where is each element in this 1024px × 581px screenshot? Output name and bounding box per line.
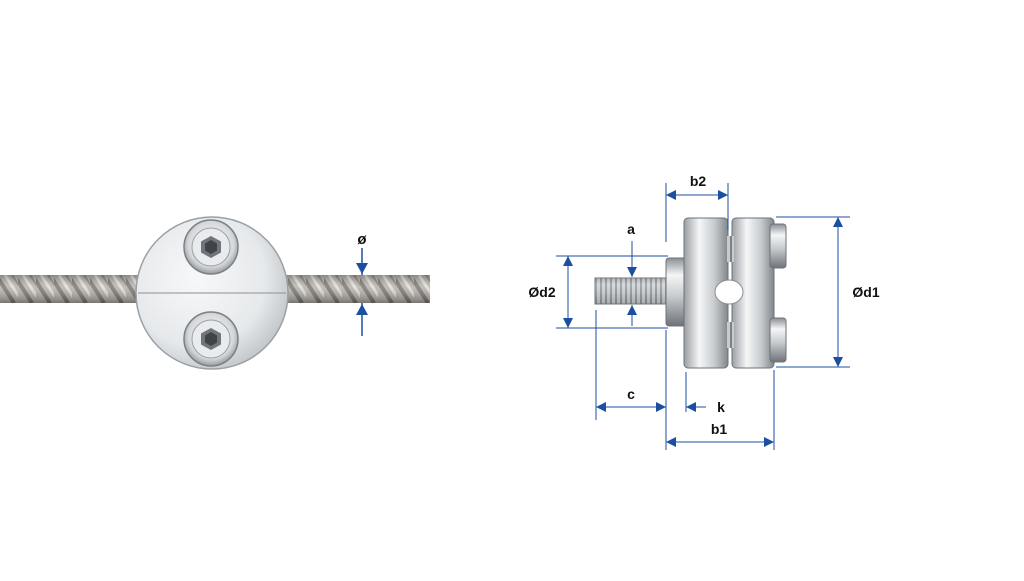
k-label: k	[717, 399, 725, 415]
c-label: c	[627, 386, 635, 402]
d2-label: Ød2	[528, 284, 555, 300]
bolt-heads	[769, 223, 787, 363]
dim-b1: b1	[666, 370, 775, 450]
side-view: b2 a Ød2	[528, 173, 880, 450]
rope-diameter-label: ø	[357, 231, 367, 248]
dim-c: c	[595, 310, 667, 450]
dim-d2: Ød2	[528, 255, 668, 329]
rope-diameter-dimension: ø	[356, 231, 368, 336]
dim-d1: Ød1	[776, 216, 880, 368]
clamp-disc	[135, 216, 289, 370]
dim-b2: b2	[665, 173, 729, 242]
socket-bolt-bottom	[183, 311, 239, 367]
b1-label: b1	[711, 421, 728, 437]
a-label: a	[627, 221, 635, 237]
arrow-up-icon	[356, 304, 368, 315]
socket-bolt-top	[183, 219, 239, 275]
d1-label: Ød1	[852, 284, 879, 300]
dim-k: k	[685, 372, 725, 415]
base-collar	[665, 257, 687, 327]
dimensions: b2 a Ød2	[528, 173, 880, 450]
clamp-body	[683, 217, 775, 369]
front-view: ø	[0, 216, 430, 370]
arrow-down-icon	[356, 263, 368, 274]
dim-a: a	[627, 221, 637, 326]
b2-label: b2	[690, 173, 707, 189]
threaded-stud	[594, 277, 668, 305]
